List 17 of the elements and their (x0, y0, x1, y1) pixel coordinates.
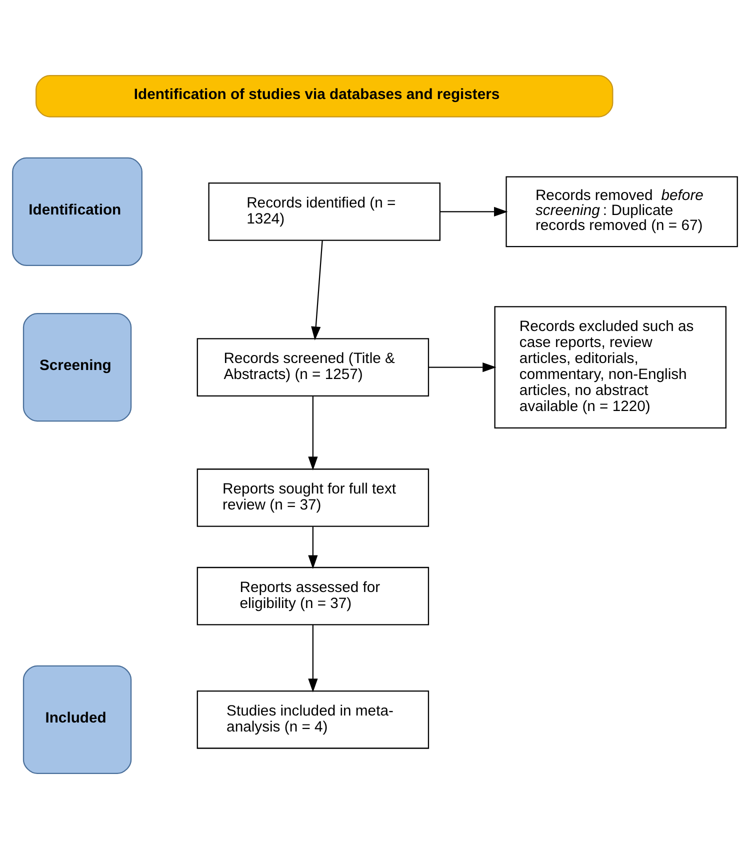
node-box: Reports assessed for eligibility (n = 37) (196, 566, 430, 626)
arrow (311, 240, 323, 340)
arrow (308, 526, 318, 569)
node-box: Identification (12, 157, 142, 266)
node-box: Records removed before screening: Duplicate records removed (n = 67) (506, 176, 738, 248)
node-box: Included (22, 665, 132, 774)
node-box: Records excluded such as case reports, review articles, editorials, commentary, non-English articles, no abstract available (n = 1220) (494, 306, 726, 428)
node-box: Studies included in meta-analysis (n = 4) (196, 690, 430, 749)
arrow (308, 624, 318, 692)
node-box: Screening (22, 312, 132, 422)
node-box: Records screened (Title & Abstracts) (n = 1257) (196, 338, 430, 396)
arrow (440, 206, 508, 217)
arrow (308, 396, 318, 470)
node-box: Reports sought for full text review (n = 37) (196, 468, 430, 527)
node-box: Identification of studies via databases and registers (36, 75, 614, 118)
arrow (428, 362, 496, 372)
node-box: Records identified (n = 1324) (208, 182, 440, 241)
